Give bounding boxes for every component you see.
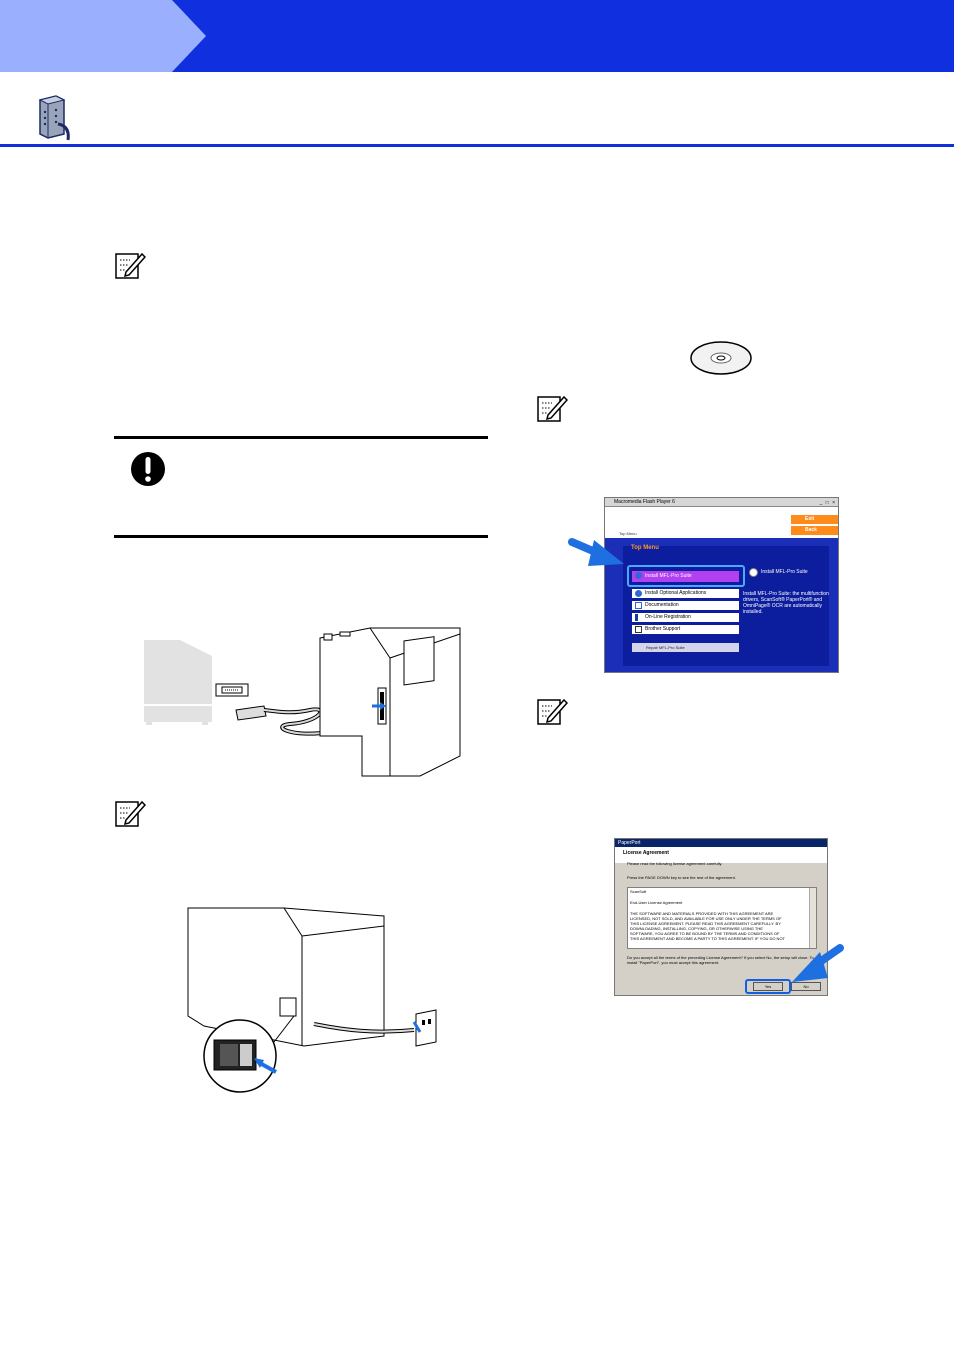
menu-item-online-registration[interactable]: On-Line Registration [632, 613, 739, 622]
step-tab [0, 0, 206, 72]
breadcrumb: Top Menu [619, 531, 637, 536]
license-question: Do you accept all the terms of the prece… [627, 955, 814, 965]
license-header: License Agreement [623, 850, 669, 856]
note-pencil-icon [537, 698, 568, 725]
license-line: SOFTWARE, YOU AGREE TO BE BOUND BY THE T… [630, 931, 780, 936]
parallel-connector-icon [38, 95, 70, 141]
menu-item-repair-mfl-pro-suite[interactable]: Repair MFL-Pro Suite [632, 643, 739, 652]
note-pencil-icon [115, 252, 146, 279]
license-line: THIS AGREEMENT AND BECOME A PARTY TO THI… [630, 936, 785, 941]
license-title-bar: PaperPort [615, 839, 827, 847]
caution-icon [131, 452, 165, 486]
document-icon [635, 602, 642, 609]
yes-highlight [745, 979, 791, 994]
license-line: DOWNLOADING, INSTALLING, COPYING, OR OTH… [630, 926, 763, 931]
license-instruction: Please read the following license agreem… [627, 861, 723, 866]
license-instruction: Press the PAGE DOWN key to see the rest … [627, 875, 736, 880]
license-line: THIS LICENSE AGREEMENT. PLEASE READ THIS… [630, 921, 781, 926]
header-rule [0, 144, 954, 147]
caution-box [114, 436, 488, 538]
installer-title: Macromedia Flash Player 6 [614, 499, 675, 505]
license-line: End-User License Agreement [630, 900, 683, 905]
menu-item-install-mfl-pro-suite[interactable]: Install MFL-Pro Suite [632, 571, 739, 582]
side-title: Install MFL-Pro Suite [761, 569, 808, 575]
menu-heading: Top Menu [631, 545, 659, 551]
back-button[interactable]: Back [791, 526, 838, 535]
side-description: Install MFL-Pro Suite: the multifunction… [743, 591, 829, 615]
license-dialog: PaperPort License Agreement Please read … [614, 838, 828, 996]
pointer-arrow-icon [792, 944, 844, 982]
power-switch-illustration [187, 907, 437, 1093]
menu-item-install-optional-applications[interactable]: Install Optional Applications [632, 589, 739, 598]
window-controls[interactable]: _ □ × [819, 500, 836, 506]
support-icon [635, 626, 642, 633]
license-line: THE SOFTWARE AND MATERIALS PROVIDED WITH… [630, 911, 774, 916]
menu-item-documentation[interactable]: Documentation [632, 601, 739, 610]
menu-item-brother-support[interactable]: Brother Support [632, 625, 739, 634]
parallel-cable-illustration [144, 627, 461, 777]
pen-icon [635, 614, 638, 621]
pointer-arrow-icon [568, 538, 624, 566]
note-pencil-icon [115, 800, 146, 827]
license-text-box[interactable]: ScanSoft End-User License Agreement THE … [627, 887, 817, 949]
install-icon [749, 568, 758, 577]
installer-title-bar: Macromedia Flash Player 6 _ □ × [605, 498, 838, 507]
license-header-area [615, 847, 827, 863]
license-scrollbar[interactable] [809, 888, 816, 948]
license-line: ScanSoft [630, 889, 647, 894]
exit-button[interactable]: Exit [791, 515, 838, 524]
installer-window: Macromedia Flash Player 6 _ □ × Top Menu… [604, 497, 839, 673]
license-line: LICENSED, NOT SOLD, AND AVAILABLE FOR US… [630, 916, 782, 921]
install-icon [635, 590, 642, 597]
note-pencil-icon [537, 395, 568, 422]
cd-rom-icon [690, 341, 752, 375]
install-icon [635, 572, 642, 579]
selection-highlight [627, 565, 745, 587]
yes-button[interactable]: Yes [753, 982, 783, 991]
no-button[interactable]: No [791, 982, 821, 991]
